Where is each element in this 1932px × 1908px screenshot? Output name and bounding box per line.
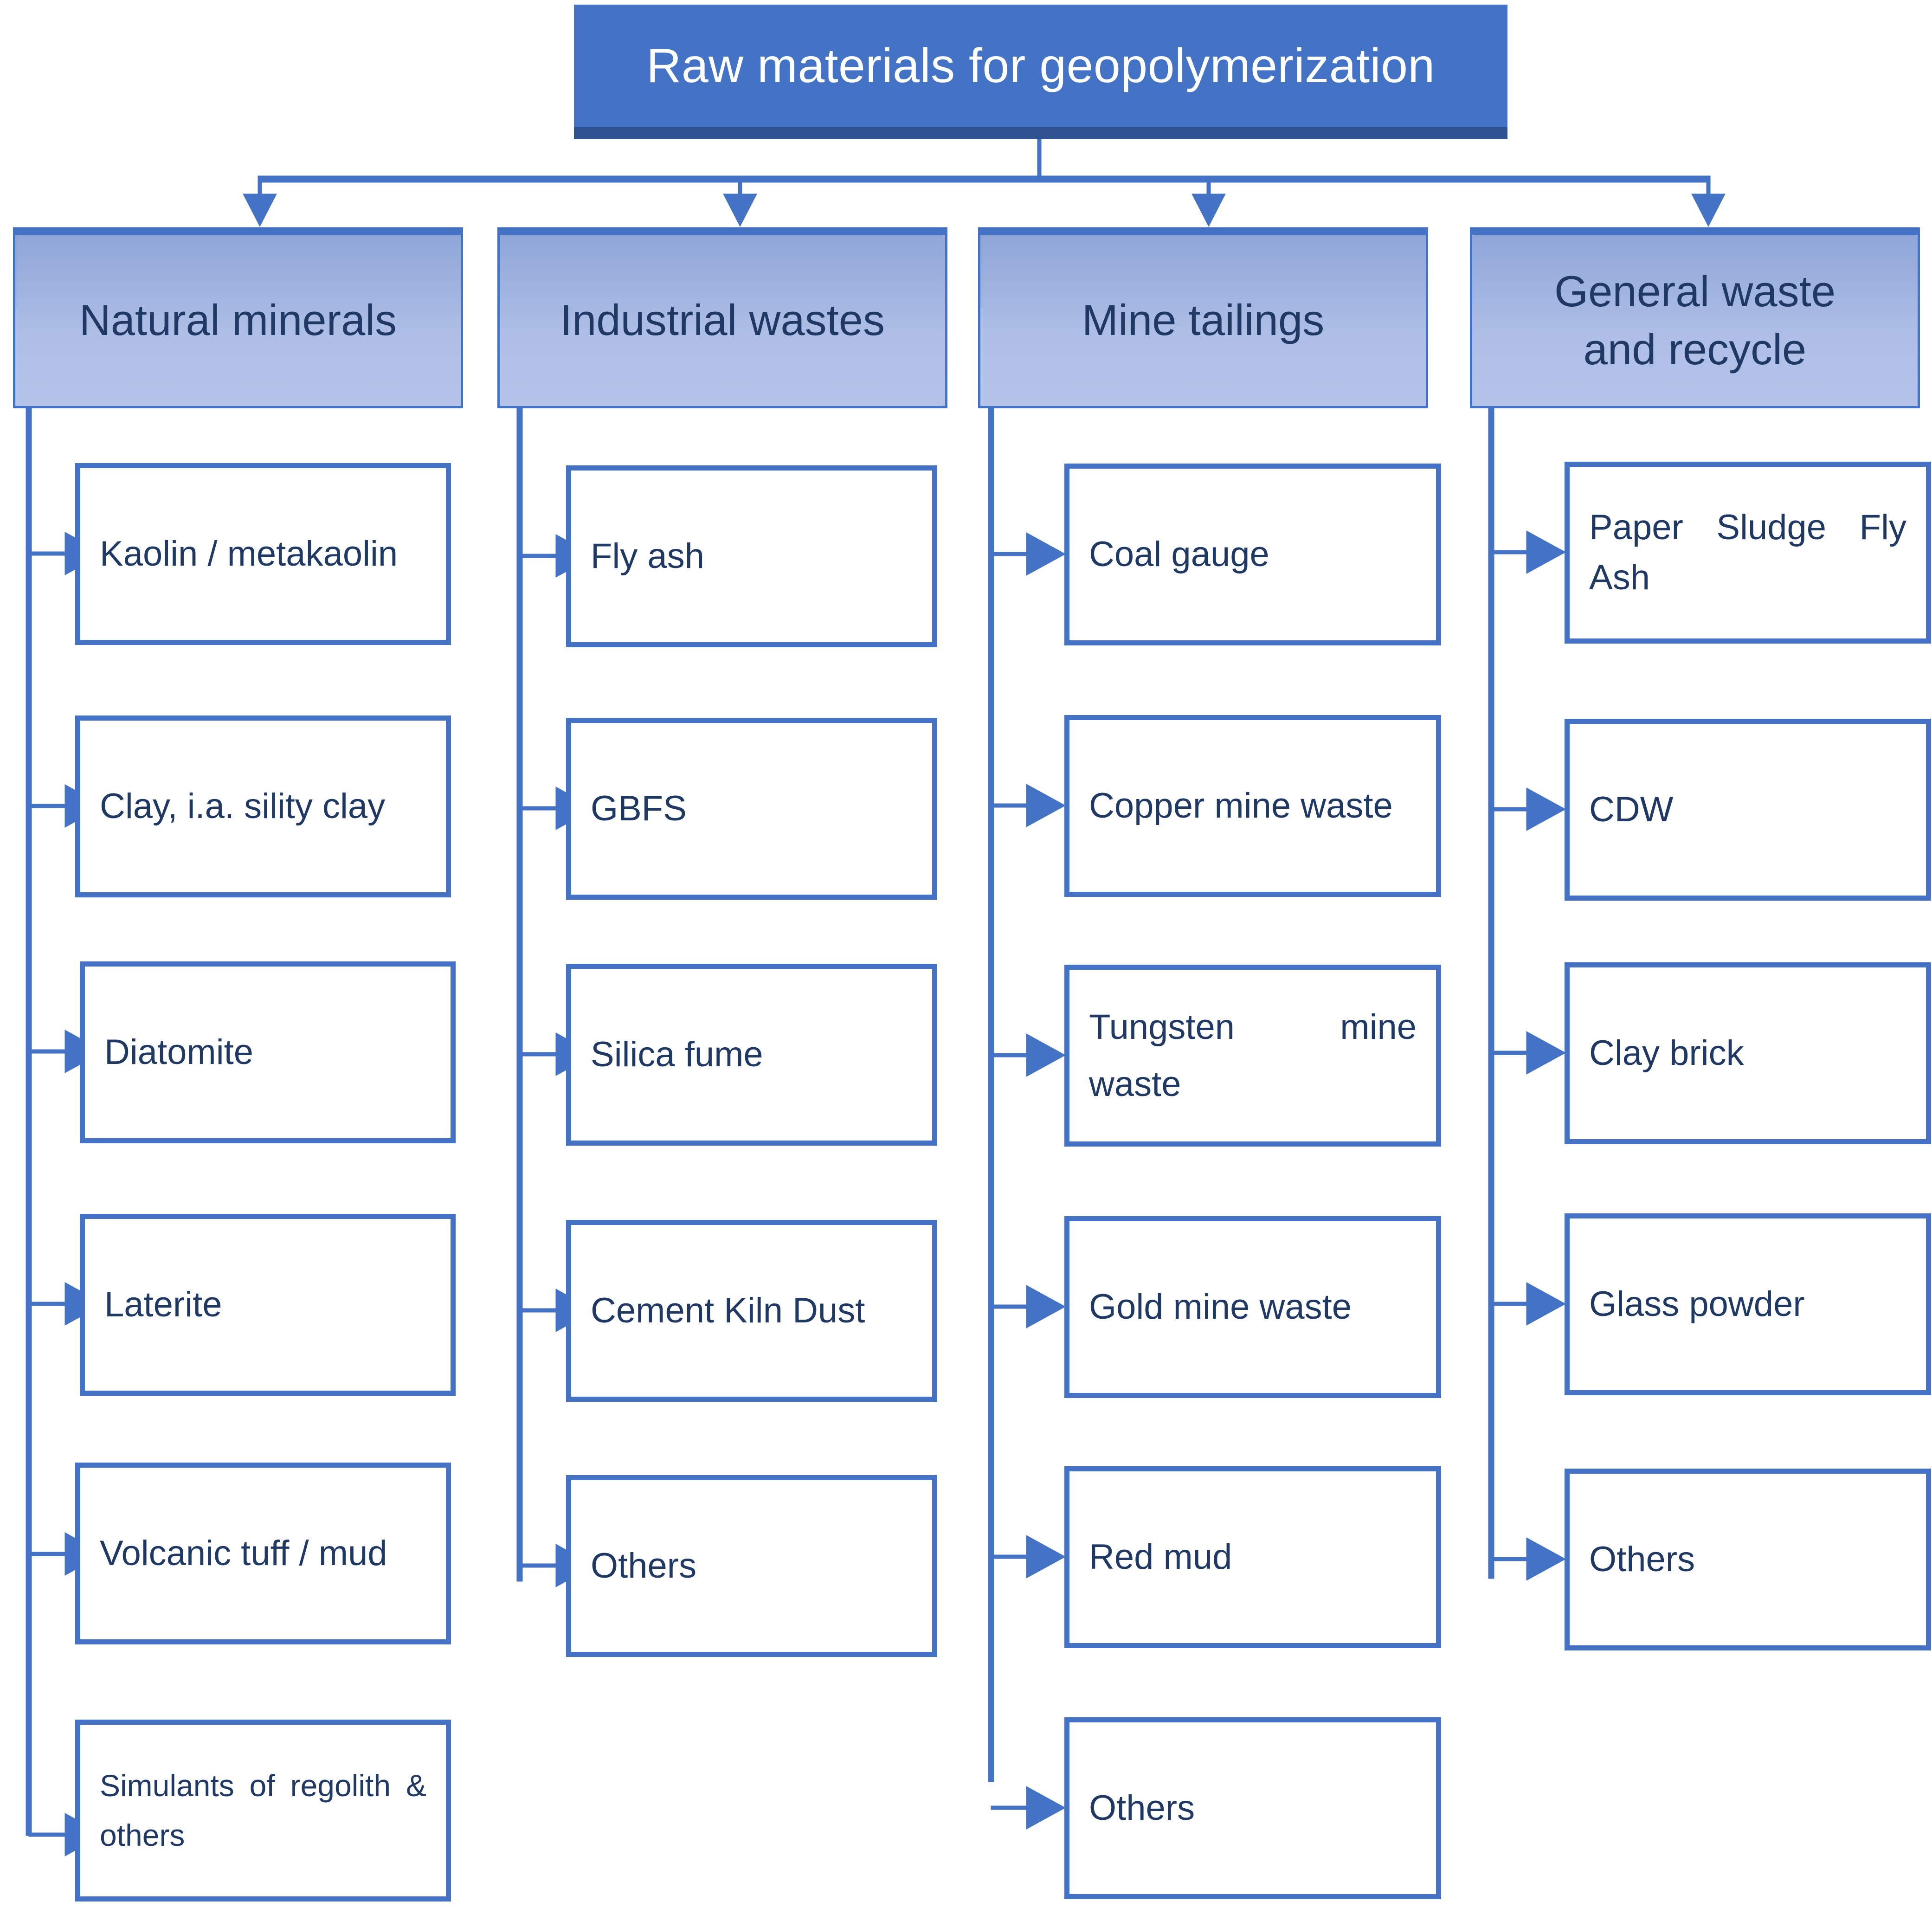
arrow-right-c3-5 bbox=[1026, 1535, 1066, 1579]
leaf-label-silica-fume: Silica fume bbox=[591, 1035, 763, 1075]
leaf-label-copper-mine-waste: Copper mine waste bbox=[1089, 786, 1393, 826]
root-stem bbox=[1037, 139, 1042, 180]
root-node-label: Raw materials for geopolymerization bbox=[646, 39, 1435, 93]
arrow-right-c3-6 bbox=[1026, 1786, 1066, 1830]
leaf-node-silica-fume[interactable]: Silica fume bbox=[566, 964, 937, 1146]
leaf-label-gold-mine-waste: Gold mine waste bbox=[1089, 1287, 1352, 1327]
arrow-right-c4-5 bbox=[1526, 1537, 1566, 1581]
leaf-node-kaolin-metakaolin[interactable]: Kaolin / metakaolin bbox=[75, 463, 451, 645]
arrow-right-c4-1 bbox=[1526, 530, 1566, 574]
arrow-right-c3-2 bbox=[1026, 784, 1066, 827]
arrow-down-cat-3 bbox=[1191, 193, 1226, 227]
leaf-label-simulants-of-regolith: Simulants of regolith & others bbox=[100, 1768, 426, 1852]
leaf-node-clay-brick[interactable]: Clay brick bbox=[1565, 962, 1931, 1144]
category-label-natural-minerals: Natural minerals bbox=[79, 296, 397, 345]
leaf-node-others-industrial[interactable]: Others bbox=[566, 1475, 937, 1657]
leaf-node-volcanic-tuff-mud[interactable]: Volcanic tuff / mud bbox=[75, 1463, 451, 1644]
leaf-label-cement-kiln-dust: Cement Kiln Dust bbox=[591, 1291, 865, 1331]
leaf-label-clay-brick: Clay brick bbox=[1589, 1033, 1744, 1073]
arrow-right-c4-4 bbox=[1526, 1282, 1566, 1326]
arrow-right-c4-3 bbox=[1526, 1031, 1566, 1075]
category-label-industrial-wastes: Industrial wastes bbox=[560, 296, 885, 345]
leaf-node-others-general-waste[interactable]: Others bbox=[1565, 1469, 1931, 1650]
category-node-natural-minerals[interactable]: Natural minerals bbox=[13, 227, 463, 408]
leaf-node-clay-sility-clay[interactable]: Clay, i.a. sility clay bbox=[75, 716, 451, 897]
leaf-label-others-mine-tailings: Others bbox=[1089, 1788, 1195, 1828]
leaf-label-glass-powder: Glass powder bbox=[1589, 1284, 1805, 1324]
leaf-node-red-mud[interactable]: Red mud bbox=[1064, 1466, 1441, 1648]
trunk-col-3 bbox=[988, 408, 994, 1782]
category-node-general-waste-and-recycle[interactable]: General waste and recycle bbox=[1470, 227, 1920, 408]
category-label-general-waste-and-recycle: General waste and recycle bbox=[1554, 267, 1836, 374]
root-node-raw-materials[interactable]: Raw materials for geopolymerization bbox=[574, 5, 1507, 139]
leaf-node-copper-mine-waste[interactable]: Copper mine waste bbox=[1064, 715, 1441, 897]
leaf-label-others-industrial: Others bbox=[591, 1546, 697, 1586]
arrow-down-cat-2 bbox=[723, 193, 757, 227]
leaf-label-diatomite: Diatomite bbox=[104, 1032, 253, 1072]
arrow-right-c3-3 bbox=[1026, 1033, 1066, 1077]
leaf-label-fly-ash: Fly ash bbox=[591, 536, 704, 576]
leaf-node-fly-ash[interactable]: Fly ash bbox=[566, 465, 937, 647]
leaf-node-tungsten-mine-waste[interactable]: Tungsten mine waste bbox=[1064, 965, 1441, 1147]
trunk-col-2 bbox=[516, 408, 523, 1582]
category-label-mine-tailings: Mine tailings bbox=[1082, 296, 1325, 345]
leaf-node-glass-powder[interactable]: Glass powder bbox=[1565, 1213, 1931, 1395]
leaf-label-red-mud: Red mud bbox=[1089, 1537, 1232, 1577]
leaf-node-cement-kiln-dust[interactable]: Cement Kiln Dust bbox=[566, 1220, 937, 1402]
leaf-node-gold-mine-waste[interactable]: Gold mine waste bbox=[1064, 1216, 1441, 1398]
leaf-node-coal-gauge[interactable]: Coal gauge bbox=[1064, 464, 1441, 645]
leaf-node-others-mine-tailings[interactable]: Others bbox=[1064, 1717, 1441, 1899]
leaf-node-simulants-of-regolith[interactable]: Simulants of regolith & others bbox=[75, 1720, 451, 1902]
category-node-industrial-wastes[interactable]: Industrial wastes bbox=[497, 227, 947, 408]
leaf-label-clay-sility-clay: Clay, i.a. sility clay bbox=[100, 786, 386, 826]
arrow-down-cat-1 bbox=[243, 193, 277, 227]
arrow-right-c3-1 bbox=[1026, 532, 1066, 576]
leaf-node-laterite[interactable]: Laterite bbox=[80, 1214, 456, 1396]
leaf-label-paper-sludge-fly-ash: Paper Sludge Fly Ash bbox=[1589, 508, 1906, 597]
leaf-label-laterite: Laterite bbox=[104, 1285, 222, 1325]
trunk-col-4 bbox=[1488, 408, 1494, 1579]
leaf-node-paper-sludge-fly-ash[interactable]: Paper Sludge Fly Ash bbox=[1565, 462, 1931, 644]
leaf-label-kaolin-metakaolin: Kaolin / metakaolin bbox=[100, 534, 398, 574]
leaf-node-gbfs[interactable]: GBFS bbox=[566, 718, 937, 900]
arrow-down-cat-4 bbox=[1691, 193, 1726, 227]
leaf-label-cdw: CDW bbox=[1589, 790, 1674, 830]
leaf-label-volcanic-tuff-mud: Volcanic tuff / mud bbox=[100, 1534, 387, 1573]
trunk-col-1 bbox=[26, 408, 32, 1836]
arrow-right-c4-2 bbox=[1526, 787, 1566, 831]
leaf-node-diatomite[interactable]: Diatomite bbox=[80, 961, 456, 1143]
leaf-label-tungsten-mine-waste: Tungsten mine waste bbox=[1089, 1007, 1417, 1104]
category-node-mine-tailings[interactable]: Mine tailings bbox=[978, 227, 1428, 408]
leaf-label-gbfs: GBFS bbox=[591, 789, 687, 829]
arrow-right-c3-4 bbox=[1026, 1285, 1066, 1328]
leaf-label-others-general-waste: Others bbox=[1589, 1540, 1695, 1579]
leaf-label-coal-gauge: Coal gauge bbox=[1089, 535, 1269, 574]
horizontal-bus bbox=[258, 175, 1711, 183]
leaf-node-cdw[interactable]: CDW bbox=[1565, 719, 1931, 901]
